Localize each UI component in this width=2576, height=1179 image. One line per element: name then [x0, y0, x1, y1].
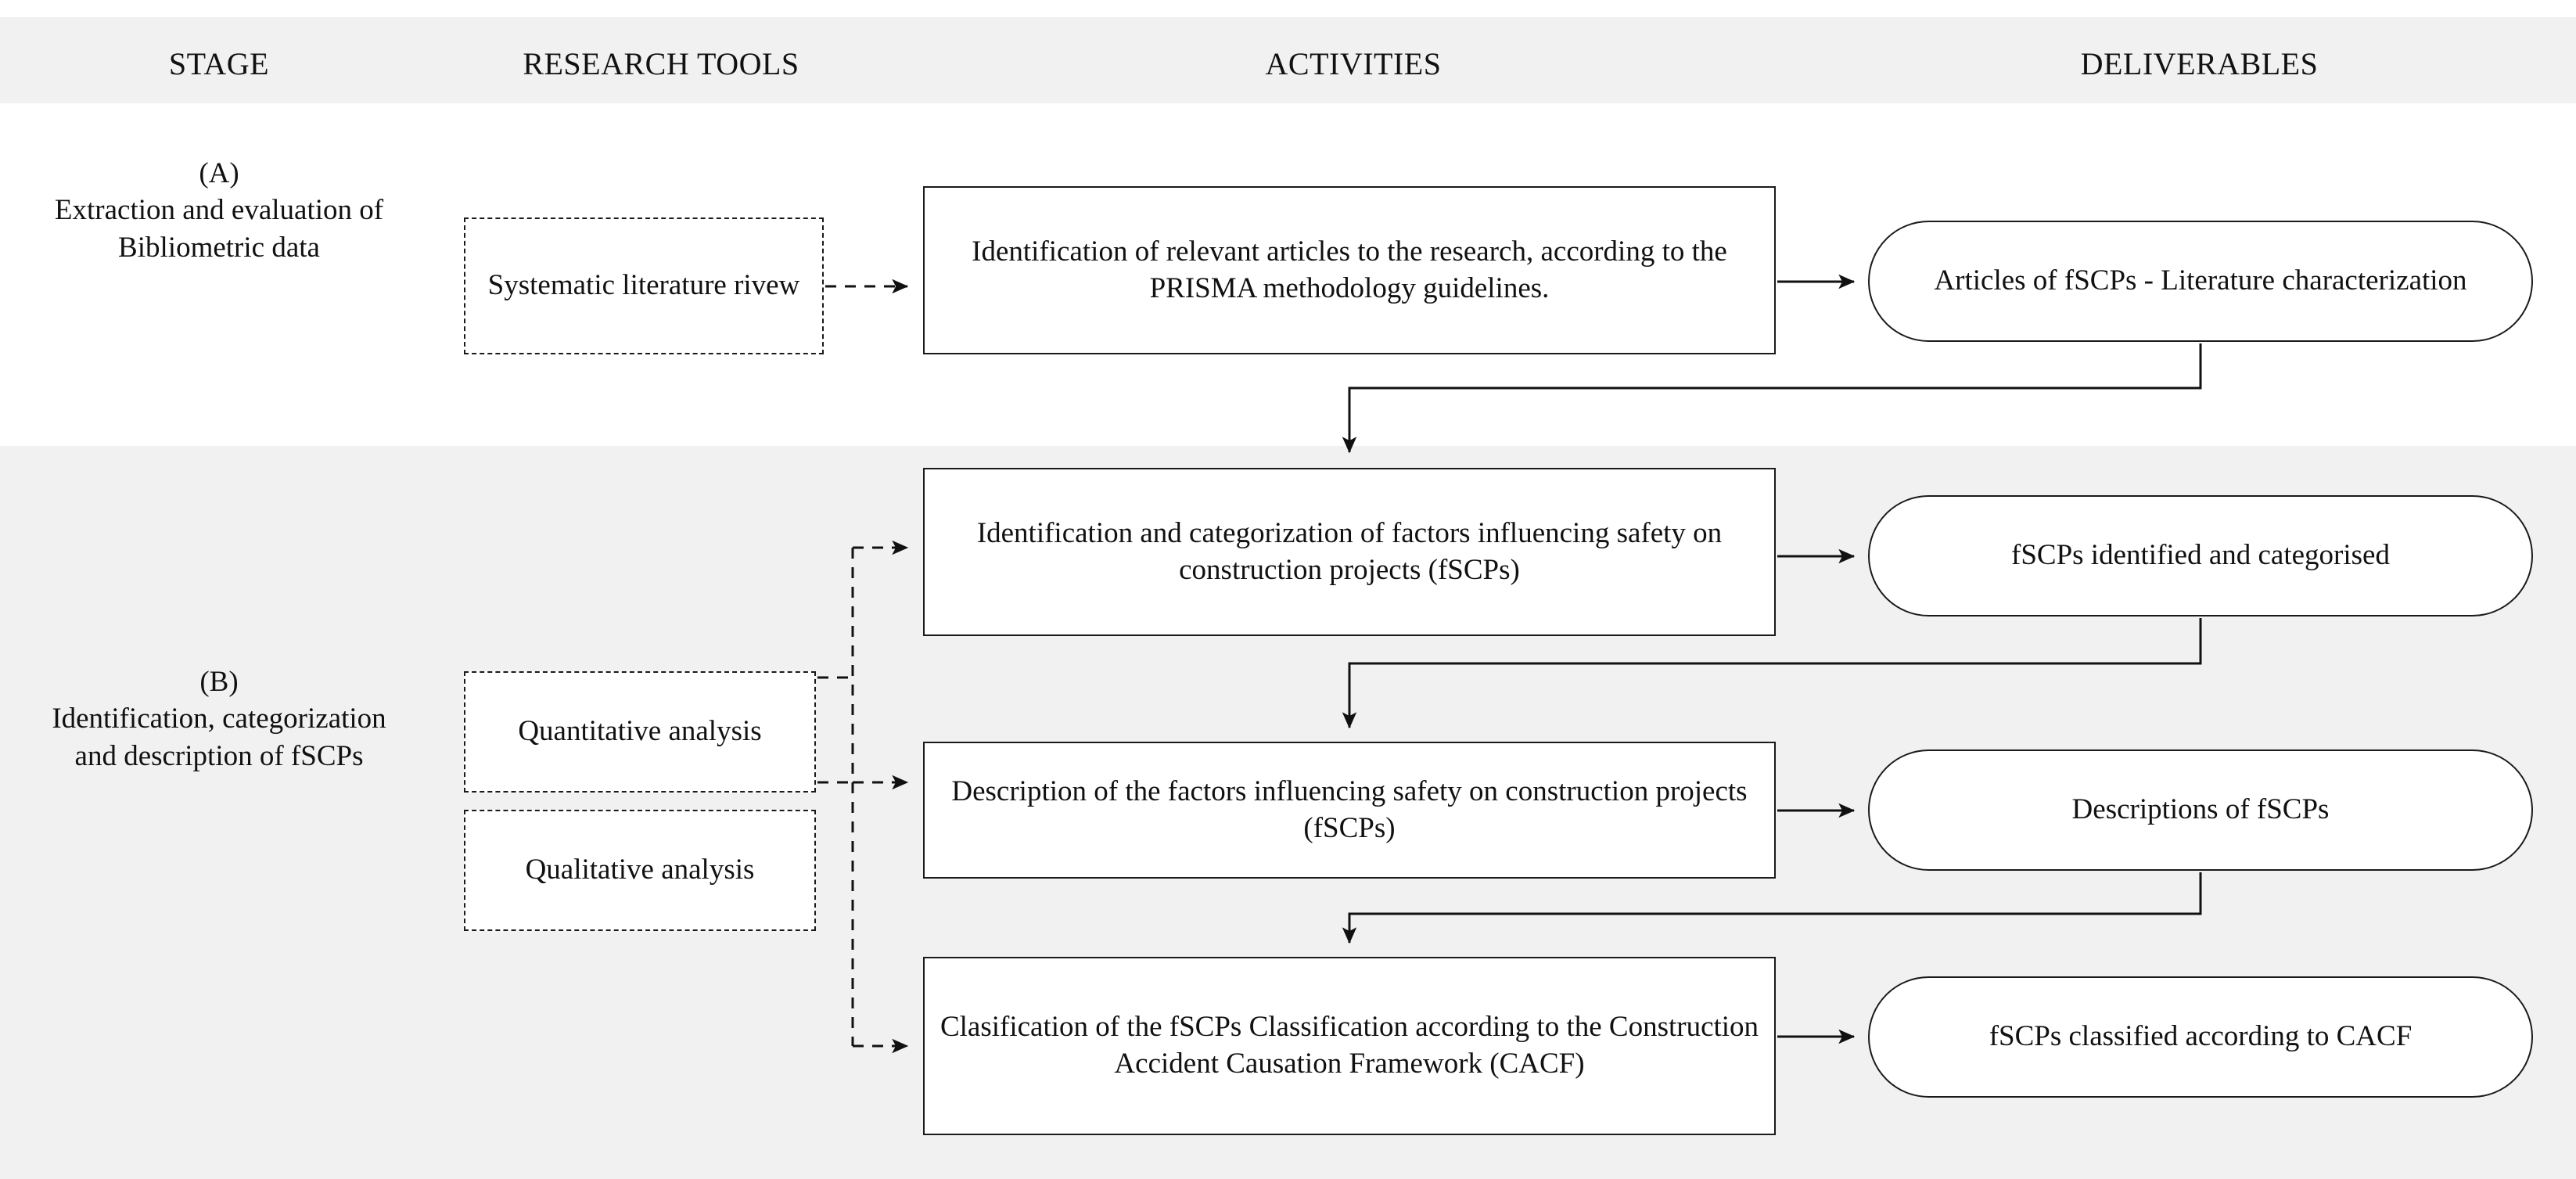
activity-description-of-fscps[interactable]: Description of the factors influencing s…	[923, 742, 1776, 879]
link-deliverable-1-to-activity-2	[1342, 343, 2202, 454]
stage-label-b: (B) Identification, categorization and d…	[31, 663, 407, 775]
deliverable-fscps-classified-according-to-cacf[interactable]: fSCPs classified according to CACF	[1868, 976, 2533, 1098]
research-tool-qualitative-analysis[interactable]: Qualitative analysis	[464, 810, 816, 931]
header-band	[0, 17, 2576, 103]
deliverable-articles-literature-characterization[interactable]: Articles of fSCPs - Literature character…	[1868, 221, 2533, 342]
stage-b-title: Identification, categorization and descr…	[52, 703, 386, 772]
stage-b-marker: (B)	[199, 666, 239, 698]
column-header-deliverables: DELIVERABLES	[2080, 46, 2319, 81]
column-header-research-tools: RESEARCH TOOLS	[523, 46, 799, 81]
research-tool-quantitative-analysis[interactable]: Quantitative analysis	[464, 671, 816, 793]
activity-identification-and-categorization-of-fscps[interactable]: Identification and categorization of fac…	[923, 468, 1776, 636]
stage-label-a: (A) Extraction and evaluation of Bibliom…	[47, 155, 391, 266]
stage-a-marker: (A)	[199, 157, 239, 189]
column-header-activities: ACTIVITIES	[1265, 46, 1442, 81]
column-header-stage: STAGE	[168, 46, 270, 81]
activity-classification-of-fscps-cacf[interactable]: Clasification of the fSCPs Classificatio…	[923, 957, 1776, 1135]
stage-a-title: Extraction and evaluation of Bibliometri…	[54, 194, 384, 264]
research-tool-systematic-literature-review[interactable]: Systematic literature rivew	[464, 217, 824, 354]
activity-identification-of-relevant-articles[interactable]: Identification of relevant articles to t…	[923, 186, 1776, 354]
deliverable-descriptions-of-fscps[interactable]: Descriptions of fSCPs	[1868, 749, 2533, 871]
deliverable-fscps-identified-and-categorised[interactable]: fSCPs identified and categorised	[1868, 495, 2533, 616]
